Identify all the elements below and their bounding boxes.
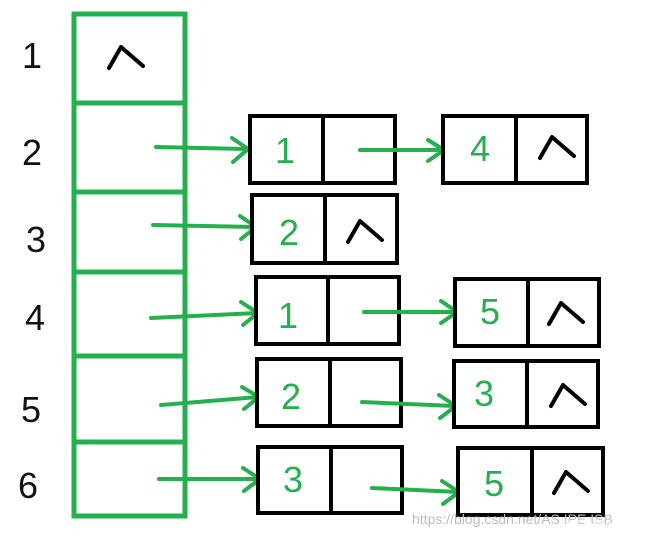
- node-value-row-5-a: 2: [281, 376, 301, 417]
- watermark-brand: CSDN @houlilabc: [560, 519, 646, 531]
- null-mark-row-6: [552, 470, 590, 495]
- row-label-2: 2: [22, 132, 42, 173]
- row-label-5: 5: [21, 389, 41, 430]
- node-value-row-4-a: 1: [278, 295, 298, 336]
- row-label-1: 1: [22, 35, 42, 76]
- row-label-3: 3: [26, 219, 46, 260]
- node-value-row-6-a: 3: [283, 459, 303, 500]
- null-mark-row-4: [547, 301, 585, 326]
- head-cell-5: [71, 353, 188, 445]
- node-value-row-2-b: 4: [470, 128, 490, 169]
- watermark-url: https://blog.csdn.net/AS IPE ISB: [412, 511, 613, 527]
- null-mark-row-2: [538, 135, 576, 160]
- node-value-row-4-b: 5: [480, 291, 500, 332]
- node-value-row-2-a: 1: [275, 130, 295, 171]
- head-cell-1: [71, 11, 188, 106]
- node-value-row-5-b: 3: [474, 373, 494, 414]
- node-value-row-6-b: 5: [484, 463, 504, 504]
- node-value-row-3-a: 2: [279, 212, 299, 253]
- head-cell-4: [71, 269, 188, 359]
- null-mark-head-1: [107, 45, 145, 70]
- head-cell-3: [71, 189, 188, 275]
- row-label-4: 4: [25, 297, 45, 338]
- null-mark-row-5: [549, 383, 587, 408]
- null-mark-row-3: [346, 219, 384, 244]
- row-label-6: 6: [18, 465, 38, 506]
